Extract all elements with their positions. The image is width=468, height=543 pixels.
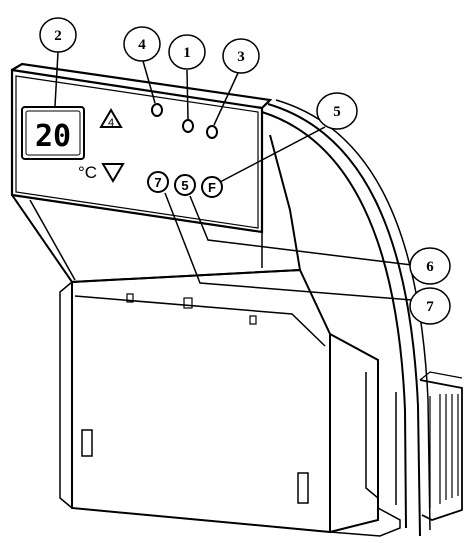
callout-5: 5 [316,92,358,130]
callout-6: 6 [409,247,451,285]
indicator-light-3 [206,125,218,139]
button-f-label: F [208,180,216,195]
up-triangle-icon [99,108,123,128]
control-panel [10,62,273,234]
temp-up-button[interactable]: 4 [99,108,123,129]
svg-text:3: 3 [237,49,245,65]
down-triangle-icon [101,163,125,183]
indicator-light-4 [151,103,163,117]
callout-3: 3 [222,38,260,74]
side-panel [329,333,401,537]
curved-rail [261,99,431,537]
callout-1: 1 [168,34,206,70]
svg-text:7: 7 [426,299,434,315]
cabinet-body [59,268,331,534]
button-7[interactable]: 7 [147,171,169,193]
leader-lines [54,51,413,301]
button-7-label: 7 [154,175,161,190]
svg-text:4: 4 [138,37,146,53]
callout-4: 4 [123,26,161,62]
svg-text:5: 5 [333,104,341,120]
svg-text:2: 2 [54,28,62,44]
indicator-light-1 [182,119,194,133]
lcd-display: 20 [21,106,85,160]
svg-text:6: 6 [426,259,434,275]
svg-text:1: 1 [183,45,191,61]
temp-down-button[interactable] [101,163,125,183]
button-f[interactable]: F [201,176,223,198]
callout-7: 7 [409,287,451,325]
temperature-unit: °C [78,163,97,182]
up-button-symbol: 4 [108,117,114,129]
callout-2: 2 [39,17,77,53]
temperature-reading: 20 [35,119,71,154]
button-5-label: 5 [181,178,188,193]
rear-vent-unit [419,371,463,521]
button-5[interactable]: 5 [174,174,196,196]
